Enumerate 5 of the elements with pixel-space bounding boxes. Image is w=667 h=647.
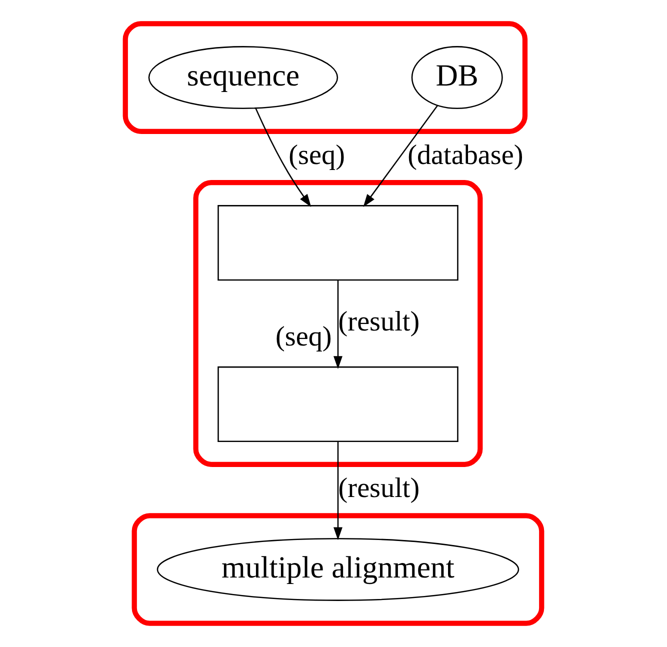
edge-label: (result): [338, 473, 420, 504]
edge-label: (seq): [288, 140, 345, 172]
node-label: (seq): [275, 321, 332, 352]
edge-label: (result): [338, 306, 420, 338]
edge-label: (database): [408, 140, 524, 172]
